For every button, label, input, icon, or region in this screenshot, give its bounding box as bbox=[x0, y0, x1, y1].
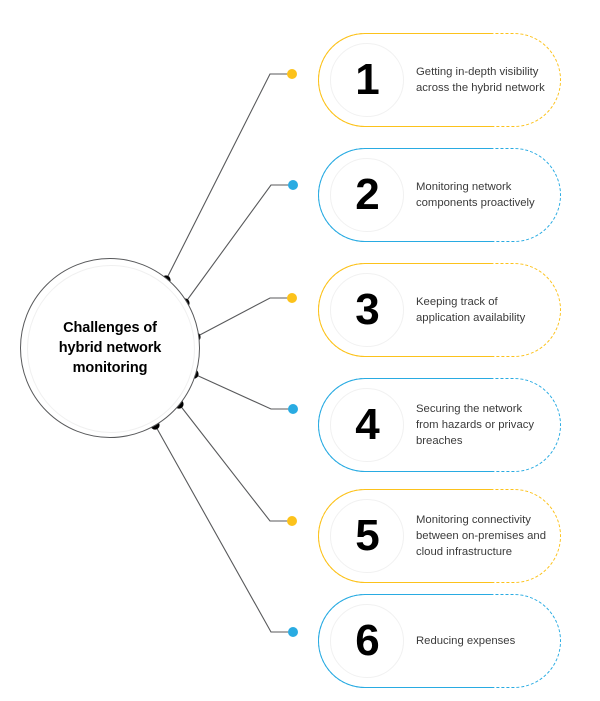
endpoint-dots bbox=[287, 69, 298, 637]
card-number-circle: 6 bbox=[330, 604, 404, 678]
endpoint-dot-1 bbox=[287, 69, 297, 79]
card-number-circle: 2 bbox=[330, 158, 404, 232]
card-description-line: components proactively bbox=[416, 197, 535, 209]
connector-line-2 bbox=[184, 184, 293, 304]
card-description: Getting in-depth visibility across the hy… bbox=[416, 64, 545, 96]
card-description-line: Monitoring network bbox=[416, 180, 512, 193]
hub-inner-ring bbox=[27, 265, 195, 433]
card-number: 2 bbox=[355, 170, 380, 219]
card-description-line: Monitoring connectivity bbox=[416, 513, 531, 526]
card-description-line: Keeping track of bbox=[416, 295, 498, 308]
card-number-circle: 4 bbox=[330, 388, 404, 462]
card-description: Keeping track of application availability bbox=[416, 294, 525, 326]
card-number-circle: 3 bbox=[330, 273, 404, 347]
card-body: 6 Reducing expenses bbox=[318, 594, 561, 688]
card-number: 5 bbox=[355, 511, 380, 560]
endpoint-dot-2 bbox=[288, 180, 298, 190]
card-body: 5 Monitoring connectivity between on-premi… bbox=[318, 489, 561, 583]
connector-line-4 bbox=[193, 373, 293, 410]
challenge-card-3[interactable]: 3 Keeping track of application availabilit… bbox=[318, 263, 561, 357]
connector-line-6 bbox=[154, 424, 293, 633]
challenge-card-6[interactable]: 6 Reducing expenses bbox=[318, 594, 561, 688]
challenge-card-5[interactable]: 5 Monitoring connectivity between on-premi… bbox=[318, 489, 561, 583]
card-number-circle: 5 bbox=[330, 499, 404, 573]
card-number: 1 bbox=[355, 55, 380, 104]
card-description-line: Reducing expenses bbox=[416, 634, 516, 647]
card-description: Monitoring connectivity between on-premis… bbox=[416, 512, 546, 560]
card-description-line: application availability bbox=[416, 312, 526, 324]
card-description: Reducing expenses bbox=[416, 633, 515, 649]
hub-label: Challenges of hybrid network monitoring bbox=[35, 318, 185, 378]
connector-line-1 bbox=[165, 73, 292, 281]
card-description-line: Getting in-depth visibility bbox=[416, 65, 539, 78]
card-description-line: breaches bbox=[416, 435, 463, 448]
central-hub: Challenges of hybrid network monitoring bbox=[20, 258, 200, 438]
card-number-circle: 1 bbox=[330, 43, 404, 117]
card-body: 3 Keeping track of application availabilit… bbox=[318, 263, 561, 357]
endpoint-dot-5 bbox=[287, 516, 297, 526]
challenge-card-1[interactable]: 1 Getting in-depth visibility across the h… bbox=[318, 33, 561, 127]
card-description: Securing the network from hazards or priv… bbox=[416, 401, 534, 449]
hub-label-line-2: hybrid network bbox=[58, 340, 162, 356]
card-description-line: across the hybrid network bbox=[416, 82, 545, 94]
card-description-line: from hazards or privacy bbox=[416, 418, 535, 431]
card-description-line: cloud infrastructure bbox=[416, 546, 513, 559]
connector-line-3 bbox=[195, 297, 292, 338]
card-number: 4 bbox=[355, 400, 380, 449]
card-body: 1 Getting in-depth visibility across the h… bbox=[318, 33, 561, 127]
card-description-line: between on-premises and bbox=[416, 529, 546, 542]
card-description-line: Securing the network bbox=[416, 402, 523, 415]
endpoint-dot-3 bbox=[287, 293, 297, 303]
endpoint-dot-6 bbox=[288, 627, 298, 637]
connector-line-5 bbox=[178, 403, 292, 522]
card-body: 4 Securing the network from hazards or pri… bbox=[318, 378, 561, 472]
challenge-card-2[interactable]: 2 Monitoring network components proactivel… bbox=[318, 148, 561, 242]
card-description: Monitoring network components proactively bbox=[416, 179, 535, 211]
hub-label-line-3: monitoring bbox=[72, 360, 148, 376]
challenge-card-4[interactable]: 4 Securing the network from hazards or pri… bbox=[318, 378, 561, 472]
hub-label-line-1: Challenges of bbox=[63, 320, 157, 336]
card-body: 2 Monitoring network components proactivel… bbox=[318, 148, 561, 242]
card-number: 6 bbox=[355, 616, 380, 665]
endpoint-dot-4 bbox=[288, 404, 298, 414]
card-number: 3 bbox=[355, 285, 380, 334]
